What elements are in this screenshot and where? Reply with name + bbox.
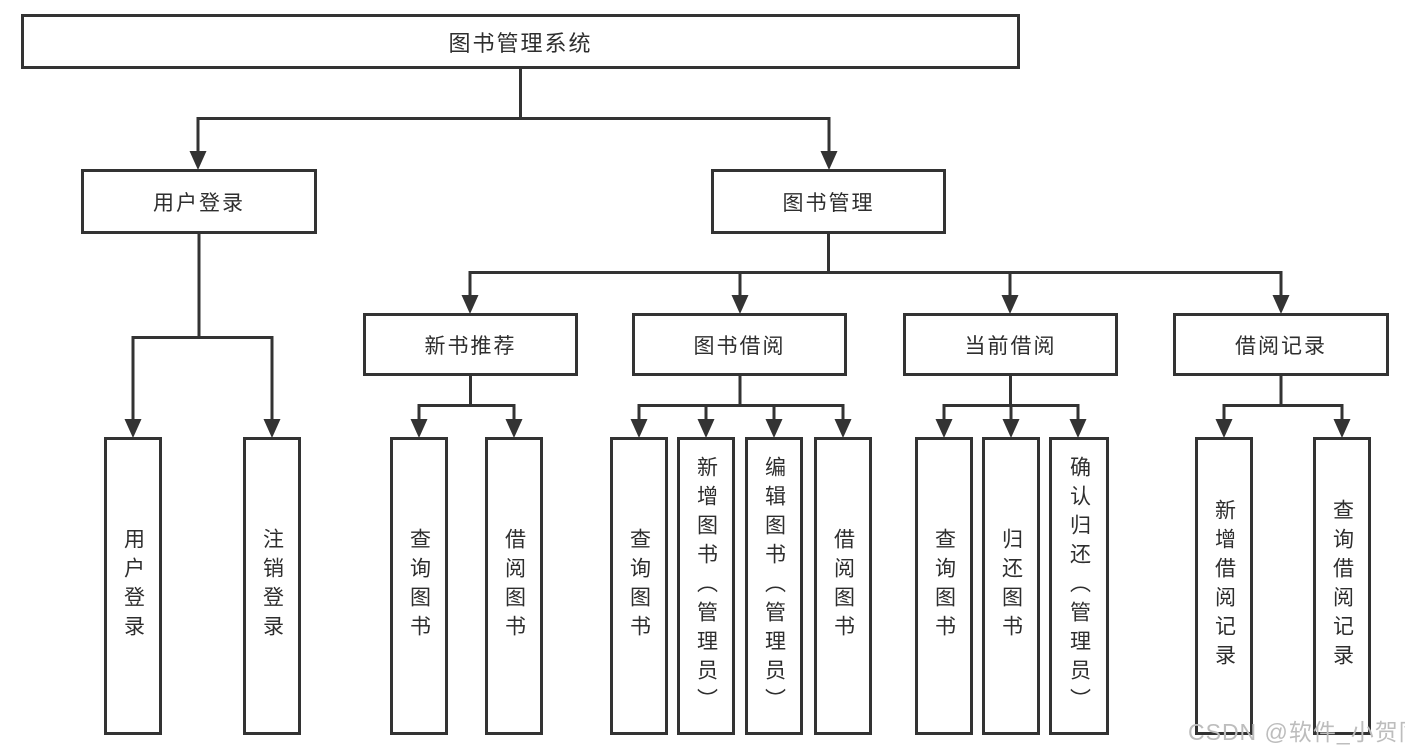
leaf-label: 查询图书 xyxy=(932,528,956,644)
leaf-current-return-books: 归还图书 xyxy=(982,437,1040,735)
leaf-records-search-record: 查询借阅记录 xyxy=(1313,437,1371,735)
connector-borrow-to-leaves xyxy=(630,376,852,438)
leaf-label: 注销登录 xyxy=(260,528,284,644)
leaf-label: 查询图书 xyxy=(627,528,651,644)
leaf-newbooks-borrow-books: 借阅图书 xyxy=(485,437,543,735)
leaf-records-add-record: 新增借阅记录 xyxy=(1195,437,1253,735)
leaf-logout: 注销登录 xyxy=(243,437,301,735)
leaf-label: 新增借阅记录 xyxy=(1212,499,1236,673)
node-new-book-recommend: 新书推荐 xyxy=(363,313,578,376)
connector-current-to-leaves xyxy=(935,376,1087,438)
leaf-label: 确认归还（管理员） xyxy=(1067,455,1091,717)
node-borrowing-records: 借阅记录 xyxy=(1173,313,1389,376)
leaf-label: 用户登录 xyxy=(121,528,145,644)
leaf-borrowing-add-books-admin: 新增图书（管理员） xyxy=(677,437,735,735)
leaf-borrowing-search-books: 查询图书 xyxy=(610,437,668,735)
leaf-label: 查询借阅记录 xyxy=(1330,499,1354,673)
leaf-label: 查询图书 xyxy=(407,528,431,644)
node-current-borrowing: 当前借阅 xyxy=(903,313,1118,376)
node-user-login: 用户登录 xyxy=(81,169,317,234)
connector-root-to-level2 xyxy=(189,68,838,170)
leaf-borrowing-edit-books-admin: 编辑图书（管理员） xyxy=(745,437,803,735)
leaf-current-confirm-return-admin: 确认归还（管理员） xyxy=(1049,437,1109,735)
leaf-label: 借阅图书 xyxy=(502,528,526,644)
connector-records-to-leaves xyxy=(1215,376,1351,438)
leaf-borrowing-borrow-books: 借阅图书 xyxy=(814,437,872,735)
leaf-label: 新增图书（管理员） xyxy=(694,455,718,717)
leaf-label: 归还图书 xyxy=(999,528,1023,644)
connector-newbooks-to-leaves xyxy=(410,376,523,438)
node-library-management-system: 图书管理系统 xyxy=(21,14,1020,69)
leaf-user-login: 用户登录 xyxy=(104,437,162,735)
leaf-label: 编辑图书（管理员） xyxy=(762,455,786,717)
connector-bookmgmt-to-level3 xyxy=(461,233,1290,314)
leaf-current-search-books: 查询图书 xyxy=(915,437,973,735)
connector-userlogin-to-leaves xyxy=(124,233,281,438)
node-book-borrowing: 图书借阅 xyxy=(632,313,847,376)
leaf-label: 借阅图书 xyxy=(831,528,855,644)
node-book-management: 图书管理 xyxy=(711,169,946,234)
csdn-watermark: CSDN @软件_小贺同学 xyxy=(1188,719,1405,745)
leaf-newbooks-search-books: 查询图书 xyxy=(390,437,448,735)
